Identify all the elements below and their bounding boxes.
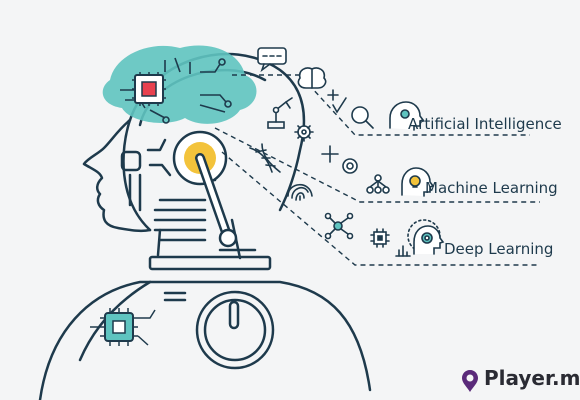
- shoulder-chip: [90, 308, 156, 346]
- player-me-logo-icon: [462, 370, 478, 392]
- plus-icon: [321, 145, 339, 163]
- bar-chart-icon: [395, 245, 411, 257]
- head-outline: [122, 52, 306, 232]
- watermark-text: Player.me: [484, 366, 580, 390]
- connector-ai: [232, 74, 530, 136]
- label-deep-learning: Deep Learning: [444, 240, 554, 258]
- network-icon: [366, 174, 390, 194]
- magnifier-icon: [351, 106, 374, 129]
- shoulders: [38, 280, 372, 400]
- ring-icon: [342, 158, 358, 174]
- brain-icon: [297, 67, 327, 89]
- face-profile: [82, 118, 152, 233]
- chat-bubble-icon: [257, 47, 287, 73]
- plus-icon: [327, 89, 339, 101]
- brain-area: [102, 45, 257, 124]
- label-artificial-intelligence: Artificial Intelligence: [408, 115, 562, 133]
- head-profile-icon: [389, 101, 425, 131]
- fingerprint-icon: [287, 183, 313, 201]
- gear-icon: [294, 122, 314, 142]
- connector-dl: [221, 151, 540, 266]
- dna-icon: [249, 143, 281, 173]
- head-gear-icon: [407, 219, 445, 255]
- head-lightbulb-icon: [401, 167, 435, 197]
- chest-dial: [195, 290, 275, 370]
- watermark: Player.me: [462, 366, 580, 390]
- chip-icon: [370, 228, 390, 248]
- checkmark-icon: [332, 97, 347, 114]
- label-machine-learning: Machine Learning: [425, 179, 558, 197]
- molecule-icon: [324, 212, 354, 240]
- robot-arm-icon: [267, 97, 293, 129]
